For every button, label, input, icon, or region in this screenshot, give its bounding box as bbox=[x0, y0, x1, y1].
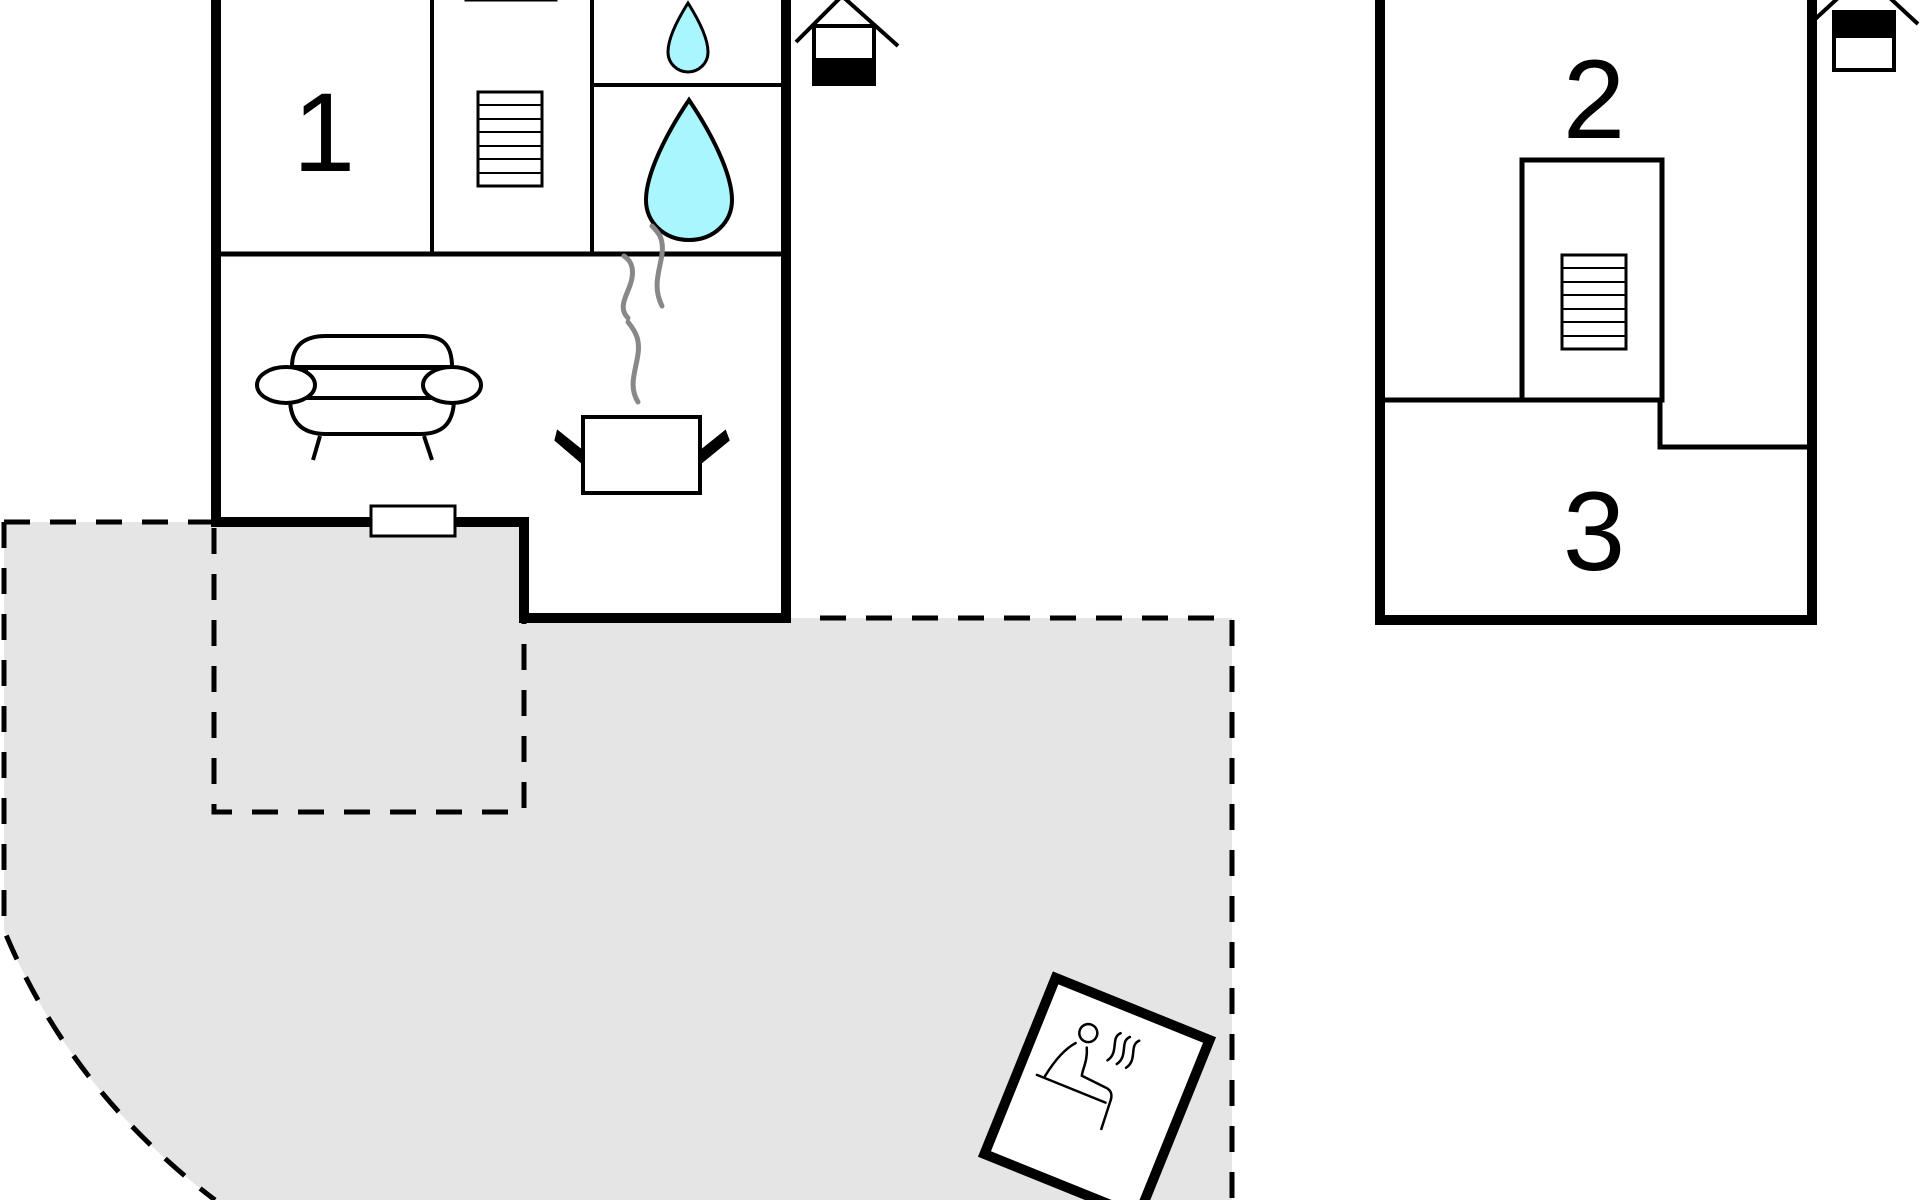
terrace-boundary bbox=[1, 519, 217, 1200]
sofa-icon bbox=[255, 334, 483, 461]
window-icon bbox=[369, 504, 457, 538]
sauna-icon bbox=[977, 971, 1217, 1200]
room-label-3: 3 bbox=[1563, 469, 1625, 594]
terrace-area bbox=[4, 522, 1232, 1200]
house-entrance-icon bbox=[1810, 0, 1920, 72]
house-entrance-icon bbox=[794, 0, 900, 86]
terrace-boundary-right bbox=[820, 615, 1235, 1200]
covered-area-outline bbox=[211, 528, 527, 815]
room-label-1: 1 bbox=[293, 70, 355, 195]
room-label-2: 2 bbox=[1563, 37, 1625, 162]
shower-drop-icon bbox=[643, 96, 735, 243]
building-a bbox=[211, 0, 791, 623]
water-drop-icon bbox=[666, 0, 710, 74]
cooking-pot-icon bbox=[554, 223, 730, 495]
radiator-icon bbox=[1560, 253, 1628, 351]
radiator-icon bbox=[476, 90, 544, 188]
